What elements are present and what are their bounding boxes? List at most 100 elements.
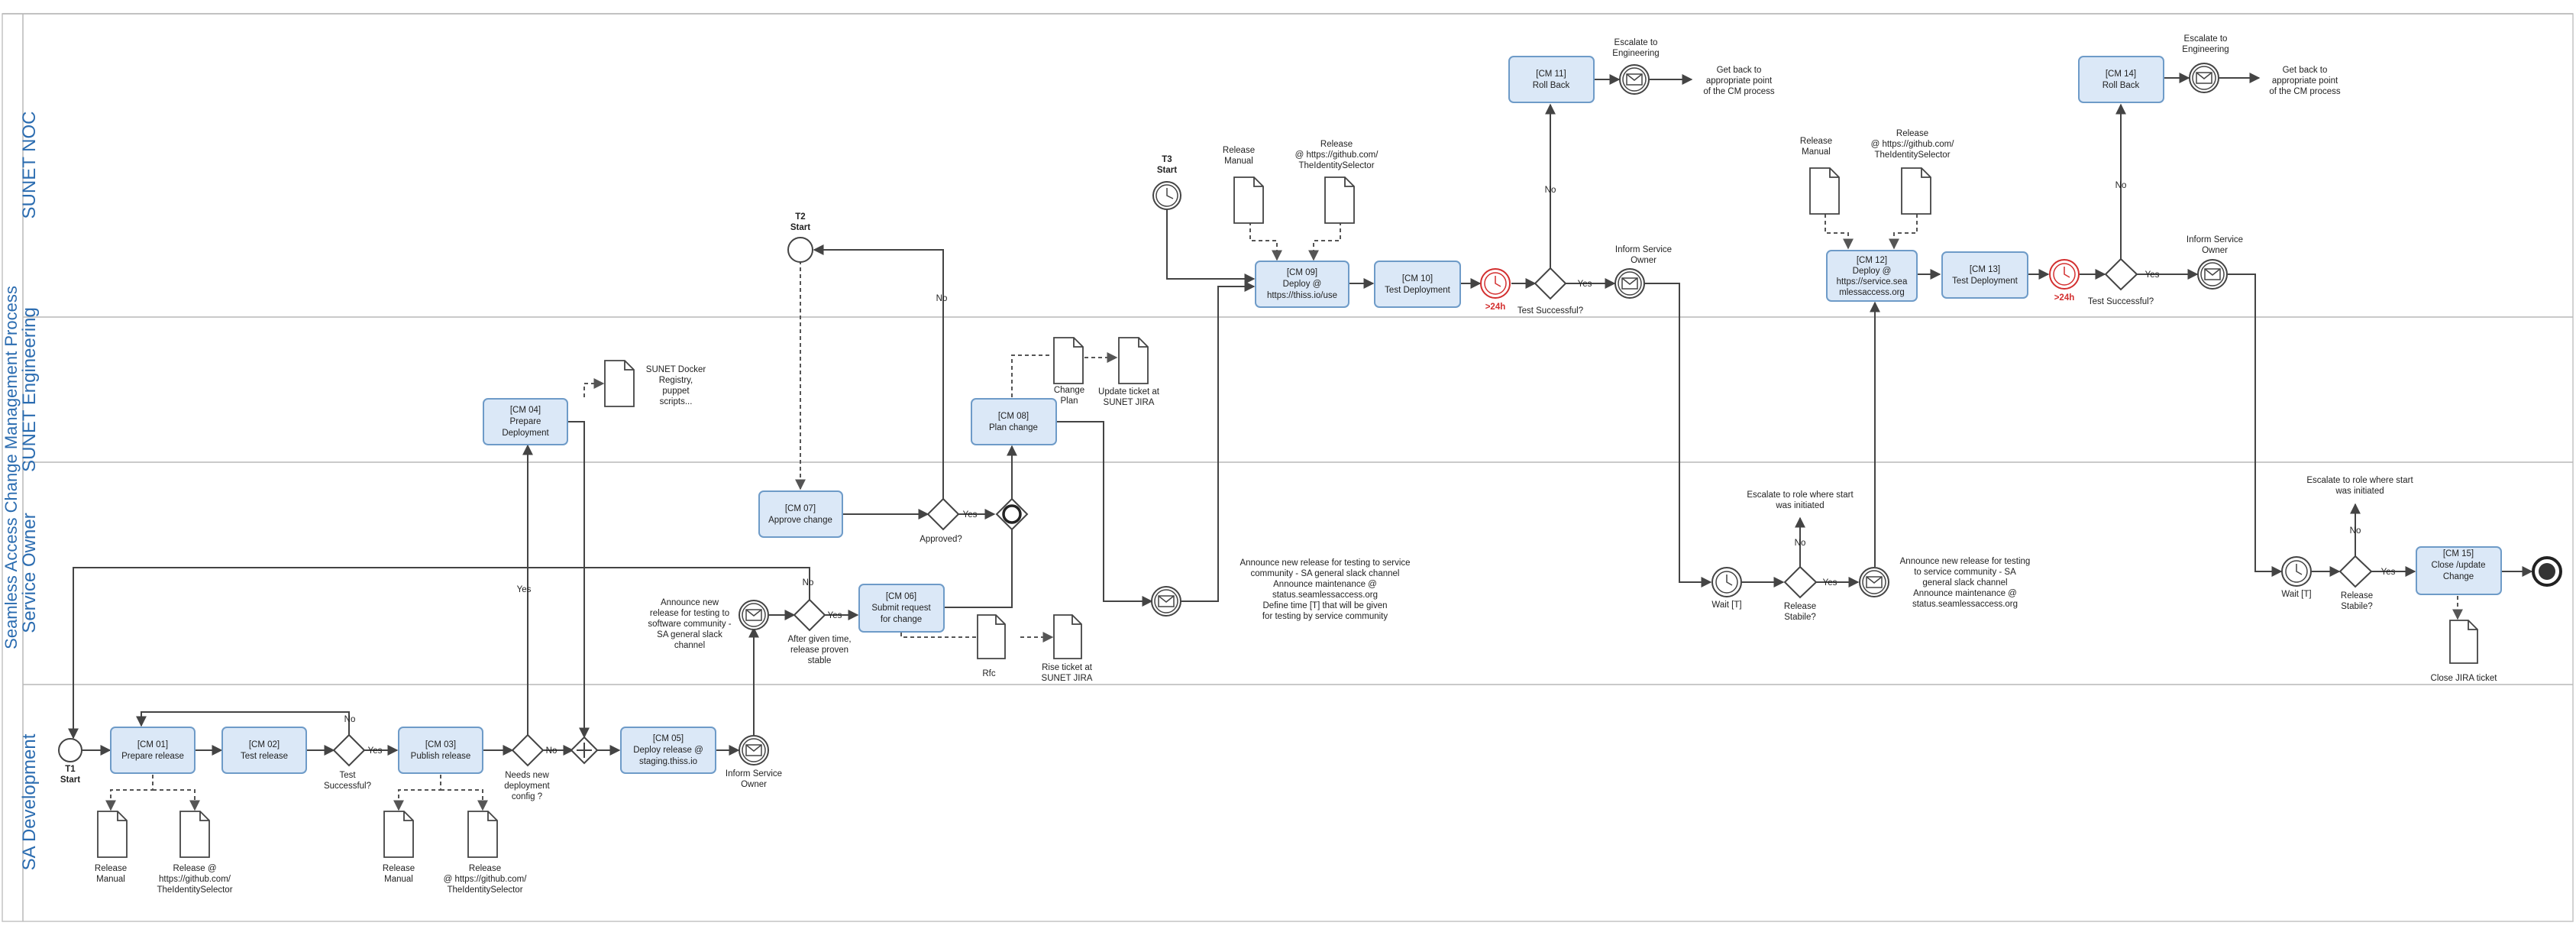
message-event-escalate-2[interactable]: Escalate to Engineering [2182, 34, 2229, 93]
svg-text:software community -: software community - [648, 620, 731, 629]
svg-text:was initiated: was initiated [1775, 501, 1824, 510]
svg-text:Announce new release for testi: Announce new release for testing [1900, 557, 2031, 566]
doc-release-github-2: Release @ https://github.com/ TheIdentit… [444, 811, 528, 895]
svg-text:[CM 02]: [CM 02] [249, 740, 280, 749]
task-cm07[interactable]: [CM 07] Approve change [758, 490, 843, 538]
gateway-parallel[interactable] [570, 736, 599, 765]
doc-close-jira: Close JIRA ticket [2431, 620, 2497, 683]
gateway-test-successful-noc1[interactable]: Test Successful? [1517, 267, 1583, 316]
start-event-t3[interactable]: T3 Start [1152, 155, 1181, 210]
svg-text:[CM 03]: [CM 03] [425, 740, 456, 749]
svg-text:staging.thiss.io: staging.thiss.io [639, 757, 697, 766]
start-event-t1[interactable]: T1 Start [58, 738, 82, 785]
svg-text:No: No [344, 715, 356, 724]
svg-text:Announce maintenance @: Announce maintenance @ [1273, 580, 1377, 589]
svg-text:[CM 05]: [CM 05] [653, 734, 684, 743]
svg-text:@ https://github.com/: @ https://github.com/ [1295, 151, 1379, 160]
task-cm01[interactable]: [CM 01] Prepare release [110, 727, 196, 774]
timer-event-wait-2[interactable]: Wait [T] [2281, 556, 2312, 599]
intermediate-event-service-owner[interactable] [995, 497, 1029, 531]
gateway-needs-new-config[interactable]: Needs new deployment config ? [504, 733, 551, 801]
task-cm11[interactable]: [CM 11] Roll Back [1508, 56, 1595, 103]
svg-text:[CM 15]: [CM 15] [2443, 549, 2474, 558]
svg-text:Define time [T] that will be g: Define time [T] that will be given [1263, 601, 1388, 610]
svg-text:appropriate point: appropriate point [1706, 76, 1773, 86]
svg-text:Announce maintenance @: Announce maintenance @ [1913, 589, 2017, 598]
svg-text:[CM 06]: [CM 06] [886, 592, 916, 601]
task-cm12[interactable]: [CM 12] Deploy @ https://service.sea mle… [1826, 250, 1918, 302]
doc-release-manual-1: Release Manual [95, 811, 128, 884]
svg-text:Manual: Manual [96, 875, 125, 884]
svg-text:Yes: Yes [828, 611, 842, 620]
svg-text:Plan change: Plan change [989, 423, 1038, 432]
gateway-release-stable-2[interactable]: Release Stabile? [2338, 555, 2373, 611]
svg-text:No: No [1795, 539, 1806, 548]
svg-text:Roll Back: Roll Back [2102, 81, 2140, 90]
message-event-announce-service[interactable] [1151, 586, 1181, 617]
svg-text:Prepare release: Prepare release [121, 752, 184, 761]
svg-text:@ https://github.com/: @ https://github.com/ [444, 875, 528, 884]
svg-text:Rfc: Rfc [982, 669, 996, 678]
svg-text:Test: Test [339, 771, 356, 780]
timer-event-wait-1[interactable]: Wait [T] [1711, 567, 1742, 610]
svg-text:Escalate to: Escalate to [2184, 34, 2228, 44]
message-event-announce-service-2[interactable] [1859, 567, 1889, 597]
svg-text:status.seamlessaccess.org: status.seamlessaccess.org [1912, 600, 2018, 609]
message-event-inform-owner-noc2[interactable]: Inform Service Owner [2187, 235, 2243, 290]
svg-text:Registry,: Registry, [659, 376, 693, 385]
task-cm13[interactable]: [CM 13] Test Deployment [1941, 251, 2028, 299]
timer-event-24h-2[interactable]: >24h [2049, 259, 2080, 303]
task-cm10[interactable]: [CM 10] Test Deployment [1374, 261, 1461, 308]
doc-release-github-1: Release @ https://github.com/ TheIdentit… [157, 811, 233, 895]
task-cm14[interactable]: [CM 14] Roll Back [2078, 56, 2164, 103]
message-event-announce-release[interactable]: Announce new release for testing to soft… [648, 598, 769, 650]
svg-text:to service community - SA: to service community - SA [1914, 568, 2016, 577]
gateway-release-stable-1[interactable]: Release Stabile? [1783, 565, 1818, 622]
task-cm09[interactable]: [CM 09] Deploy @ https://thiss.io/use [1255, 261, 1349, 308]
svg-text:Test release: Test release [241, 752, 288, 761]
svg-text:[CM 04]: [CM 04] [510, 406, 541, 415]
svg-text:Manual: Manual [1802, 147, 1831, 157]
message-event-inform-service-owner-dev[interactable]: Inform Service Owner [726, 735, 782, 789]
message-event-escalate-1[interactable]: Escalate to Engineering [1612, 38, 1660, 95]
note-escalate-role-1: Escalate to role where start was initiat… [1747, 490, 1854, 510]
svg-text:[CM 10]: [CM 10] [1402, 274, 1433, 283]
svg-text:T1: T1 [65, 765, 76, 774]
svg-text:mlessaccess.org: mlessaccess.org [1839, 288, 1905, 297]
svg-text:https://github.com/: https://github.com/ [159, 875, 231, 884]
message-event-inform-owner-noc1[interactable]: Inform Service Owner [1614, 245, 1672, 299]
end-event[interactable] [2532, 556, 2562, 587]
gateway-test-successful-dev[interactable]: Test Successful? [324, 733, 371, 791]
gateway-approved[interactable]: Approved? [920, 497, 962, 544]
doc-release-manual-4: Release Manual [1800, 137, 1840, 215]
svg-text:No: No [2115, 181, 2127, 190]
svg-text:[CM 08]: [CM 08] [998, 412, 1029, 421]
svg-text:Inform Service: Inform Service [1615, 245, 1672, 254]
gateway-test-successful-noc2[interactable]: Test Successful? [2088, 257, 2154, 306]
svg-text:TheIdentitySelector: TheIdentitySelector [447, 885, 522, 895]
gateway-after-given-time[interactable]: After given time, release proven stable [787, 598, 852, 665]
svg-text:Announce new: Announce new [661, 598, 719, 607]
doc-release-manual-3: Release Manual [1223, 146, 1264, 224]
timer-event-24h-1[interactable]: >24h [1480, 268, 1511, 312]
svg-text:No: No [803, 578, 814, 588]
svg-text:community - SA general slack c: community - SA general slack channel [1251, 569, 1400, 578]
svg-text:[CM 07]: [CM 07] [785, 504, 816, 513]
svg-text:Manual: Manual [384, 875, 413, 884]
task-cm04[interactable]: [CM 04] Prepare Deployment [483, 398, 568, 445]
start-event-t2[interactable]: T2 Start [787, 212, 813, 263]
task-cm05[interactable]: [CM 05] Deploy release @ staging.thiss.i… [620, 727, 716, 774]
svg-text:>24h: >24h [2054, 293, 2075, 303]
svg-text:scripts...: scripts... [660, 397, 693, 406]
svg-text:Manual: Manual [1224, 157, 1253, 166]
task-cm02[interactable]: [CM 02] Test release [221, 727, 307, 774]
task-cm03[interactable]: [CM 03] Publish release [398, 727, 483, 774]
svg-text:https://thiss.io/use: https://thiss.io/use [1267, 291, 1337, 300]
svg-text:release for testing to: release for testing to [650, 609, 729, 618]
lane-sunet-engineering: SUNET Engineering [19, 307, 40, 472]
task-cm06[interactable]: [CM 06] Submit request for change [858, 584, 945, 633]
svg-text:TheIdentitySelector: TheIdentitySelector [1874, 151, 1950, 160]
task-cm08[interactable]: [CM 08] Plan change [971, 398, 1057, 445]
task-cm15[interactable]: [CM 15] Close /update Change [2416, 546, 2502, 595]
svg-text:Test Successful?: Test Successful? [2088, 297, 2154, 306]
